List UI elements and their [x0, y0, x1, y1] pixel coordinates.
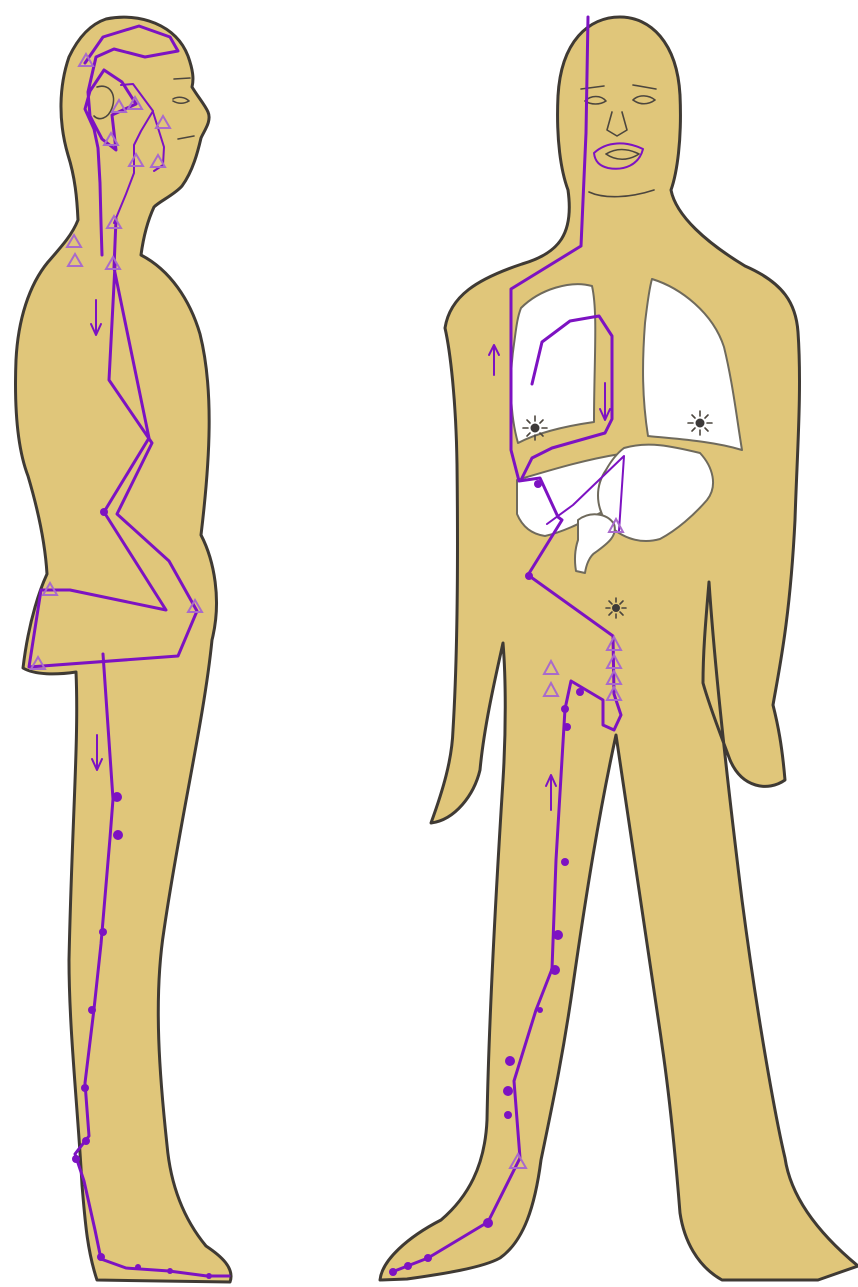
side-view-brow	[174, 78, 190, 79]
meridian-dot	[113, 830, 123, 840]
side-view-body-silhouette	[16, 17, 232, 1282]
sun-marker	[523, 416, 547, 440]
meridian-dot	[100, 508, 108, 516]
meridian-dot	[206, 1273, 212, 1279]
meridian-dot	[576, 688, 584, 696]
meridian-dot	[504, 1111, 512, 1119]
meridian-dot	[404, 1262, 412, 1270]
meridian-dot	[503, 1086, 513, 1096]
meridian-dot	[167, 1268, 173, 1274]
meridian-dot	[88, 1006, 96, 1014]
meridian-dot	[424, 1254, 432, 1262]
sun-marker	[688, 411, 712, 435]
meridian-dot	[72, 1155, 80, 1163]
meridian-dot	[563, 723, 571, 731]
meridian-dot	[537, 1007, 543, 1013]
meridian-dot	[525, 572, 533, 580]
meridian-dot	[112, 792, 122, 802]
meridian-dot	[97, 1253, 105, 1261]
meridian-dot	[534, 480, 542, 488]
meridian-dot	[99, 928, 107, 936]
side-view-figure	[16, 17, 232, 1282]
meridian-dot	[550, 965, 560, 975]
sun-marker	[606, 598, 626, 618]
meridian-dot	[561, 705, 569, 713]
meridian-dot	[81, 1084, 89, 1092]
meridian-dot	[483, 1218, 493, 1228]
meridian-dot	[505, 1056, 515, 1066]
meridian-dot	[82, 1137, 90, 1145]
front-view-figure	[380, 17, 858, 1280]
front-view-body-silhouette	[380, 17, 858, 1280]
meridian-dot	[561, 858, 569, 866]
right-lung	[511, 284, 595, 443]
meridian-dot	[553, 930, 563, 940]
meridian-dot	[389, 1268, 397, 1276]
meridian-dot	[135, 1264, 141, 1270]
